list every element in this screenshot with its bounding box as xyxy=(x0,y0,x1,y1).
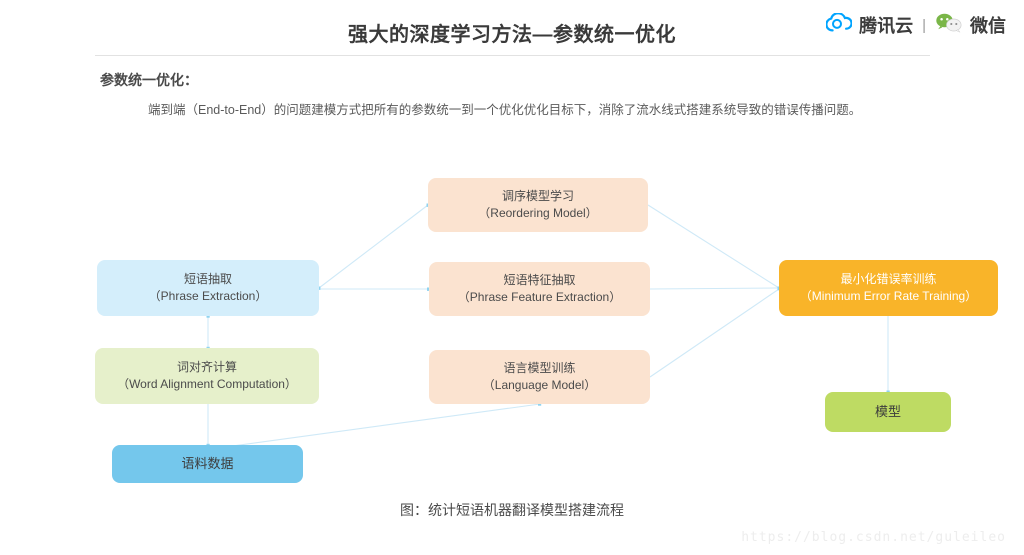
node-label-cn: 短语特征抽取 xyxy=(503,272,576,287)
node-label-en: （Language Model） xyxy=(482,378,597,392)
tencent-cloud-icon xyxy=(825,11,853,38)
header-divider xyxy=(95,55,930,56)
node-phrase-extraction[interactable]: 短语抽取 （Phrase Extraction） xyxy=(97,260,319,316)
tencent-cloud-label: 腾讯云 xyxy=(859,16,914,36)
node-label-en: （Reordering Model） xyxy=(478,206,598,220)
brand-divider: | xyxy=(922,16,926,34)
page-title: 强大的深度学习方法—参数统一优化 xyxy=(348,24,676,46)
node-label-cn: 模型 xyxy=(874,403,901,419)
node-label-cn: 短语抽取 xyxy=(183,271,232,286)
flow-diagram: 短语抽取 （Phrase Extraction） 词对齐计算 （Word Ali… xyxy=(0,150,1024,510)
figure-caption: 图：统计短语机器翻译模型搭建流程 xyxy=(400,502,624,518)
node-label-cn: 最小化错误率训练 xyxy=(840,271,937,286)
node-label-en: （Phrase Extraction） xyxy=(148,289,268,303)
node-label-cn: 调序模型学习 xyxy=(501,188,574,203)
section-heading: 参数统一优化： xyxy=(100,72,198,88)
wechat-icon xyxy=(935,13,963,38)
watermark-url: https://blog.csdn.net/guleileo xyxy=(741,530,1006,545)
node-reordering-model[interactable]: 调序模型学习 （Reordering Model） xyxy=(428,178,648,232)
node-minimum-error-rate-training[interactable]: 最小化错误率训练 （Minimum Error Rate Training） xyxy=(779,260,998,316)
node-label-cn: 语言模型训练 xyxy=(503,360,576,375)
node-model[interactable]: 模型 xyxy=(825,392,951,432)
node-corpus-data[interactable]: 语料数据 xyxy=(112,445,303,483)
slide-header: 强大的深度学习方法—参数统一优化 腾讯云 | xyxy=(0,0,1024,56)
node-phrase-feature-extraction[interactable]: 短语特征抽取 （Phrase Feature Extraction） xyxy=(429,262,650,316)
node-label-en: （Phrase Feature Extraction） xyxy=(457,290,622,304)
node-label-en: （Minimum Error Rate Training） xyxy=(799,289,978,303)
node-label-cn: 语料数据 xyxy=(181,455,234,471)
wechat-label: 微信 xyxy=(970,16,1006,36)
node-language-model[interactable]: 语言模型训练 （Language Model） xyxy=(429,350,650,404)
node-label-cn: 词对齐计算 xyxy=(176,359,237,374)
node-word-alignment[interactable]: 词对齐计算 （Word Alignment Computation） xyxy=(95,348,319,404)
brand-bar: 腾讯云 | 微信 xyxy=(825,11,1006,38)
section-body-text: 端到端（End-to-End）的问题建模方式把所有的参数统一到一个优化优化目标下… xyxy=(148,103,862,117)
node-label-en: （Word Alignment Computation） xyxy=(117,377,297,391)
